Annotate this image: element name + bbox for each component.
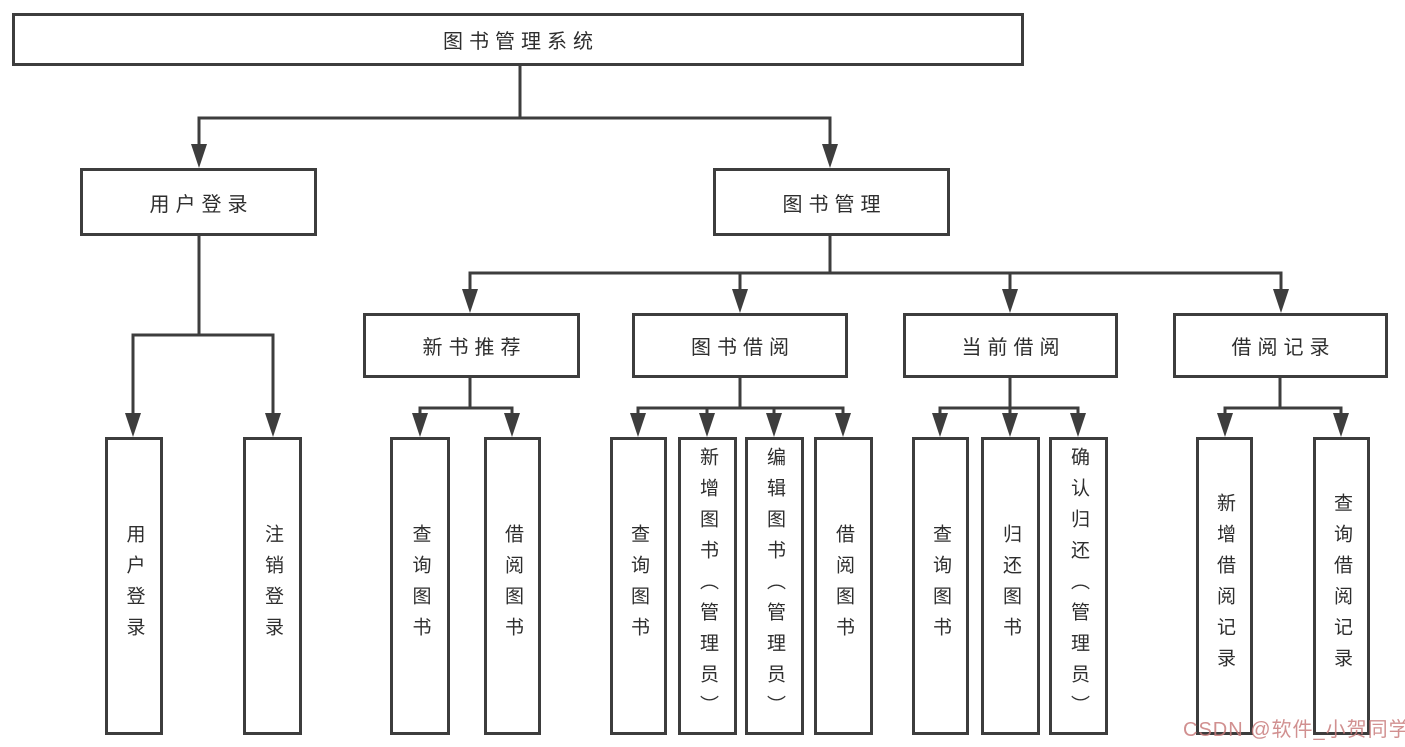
leaf-query-borrow-record-label: 查询借阅记录 — [1331, 493, 1352, 679]
leaf-edit-books-admin: 编辑图书（管理员） — [745, 437, 804, 735]
node-user-login-label: 用户登录 — [149, 193, 254, 216]
leaf-add-borrow-record-label: 新增借阅记录 — [1214, 493, 1235, 679]
leaf-current-query-books-label: 查询图书 — [930, 524, 951, 648]
node-book-management-label: 图书管理 — [782, 193, 887, 216]
leaf-borrowing-query-books-label: 查询图书 — [628, 524, 649, 648]
leaf-recommend-borrow-books-label: 借阅图书 — [502, 524, 523, 648]
leaf-borrow-books: 借阅图书 — [814, 437, 873, 735]
node-current-borrowing: 当前借阅 — [903, 313, 1118, 378]
node-borrow-records: 借阅记录 — [1173, 313, 1388, 378]
node-book-borrowing-label: 图书借阅 — [691, 337, 795, 359]
leaf-query-borrow-record: 查询借阅记录 — [1313, 437, 1370, 735]
leaf-borrowing-query-books: 查询图书 — [610, 437, 667, 735]
leaf-logout: 注销登录 — [243, 437, 302, 735]
leaf-return-books-label: 归还图书 — [1000, 524, 1021, 648]
leaf-add-books-admin-label: 新增图书（管理员） — [697, 446, 718, 726]
node-root-system: 图书管理系统 — [12, 13, 1024, 66]
leaf-recommend-query-books: 查询图书 — [390, 437, 450, 735]
node-new-book-recommend: 新书推荐 — [363, 313, 580, 378]
leaf-confirm-return-admin: 确认归还（管理员） — [1049, 437, 1108, 735]
connector-arrowheads — [125, 144, 1349, 437]
leaf-user-login: 用户登录 — [105, 437, 163, 735]
leaf-borrow-books-label: 借阅图书 — [833, 524, 854, 648]
csdn-watermark: CSDN @软件_小贺同学 — [1183, 719, 1405, 741]
leaf-confirm-return-admin-label: 确认归还（管理员） — [1068, 446, 1089, 726]
node-current-borrowing-label: 当前借阅 — [961, 337, 1066, 359]
node-book-borrowing: 图书借阅 — [632, 313, 848, 378]
leaf-current-query-books: 查询图书 — [912, 437, 969, 735]
leaf-add-books-admin: 新增图书（管理员） — [678, 437, 737, 735]
leaf-return-books: 归还图书 — [981, 437, 1040, 735]
leaf-user-login-label: 用户登录 — [123, 524, 145, 648]
node-root-system-label: 图书管理系统 — [443, 31, 599, 53]
node-new-book-recommend-label: 新书推荐 — [422, 337, 527, 359]
node-borrow-records-label: 借阅记录 — [1231, 337, 1336, 359]
node-book-management: 图书管理 — [713, 168, 950, 236]
leaf-edit-books-admin-label: 编辑图书（管理员） — [764, 446, 785, 726]
leaf-add-borrow-record: 新增借阅记录 — [1196, 437, 1253, 735]
leaf-recommend-query-books-label: 查询图书 — [409, 524, 431, 648]
node-user-login: 用户登录 — [80, 168, 317, 236]
leaf-logout-label: 注销登录 — [262, 524, 283, 648]
leaf-recommend-borrow-books: 借阅图书 — [484, 437, 541, 735]
